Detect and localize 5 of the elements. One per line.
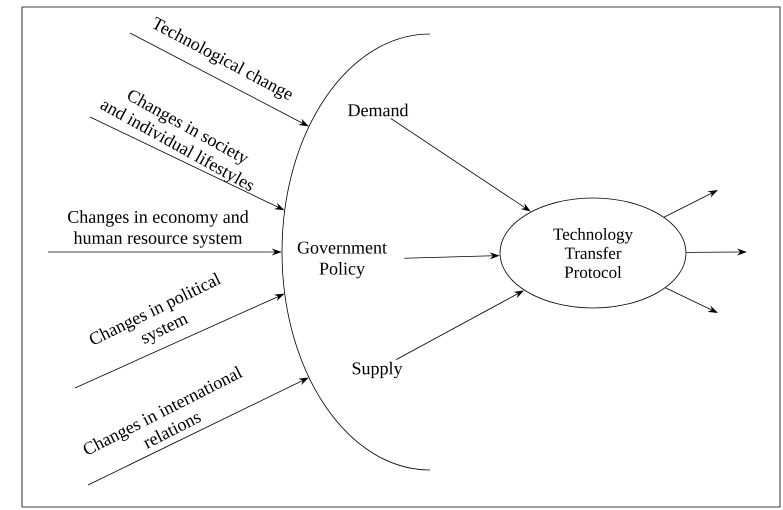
node-label: Government Policy — [298, 242, 387, 278]
ellipse-node: Technology Transfer Protocol — [500, 198, 686, 308]
edge-label: Changes in economy and human resource system — [68, 210, 249, 248]
node-label: Supply — [352, 362, 402, 378]
node-label: Demand — [348, 104, 408, 116]
